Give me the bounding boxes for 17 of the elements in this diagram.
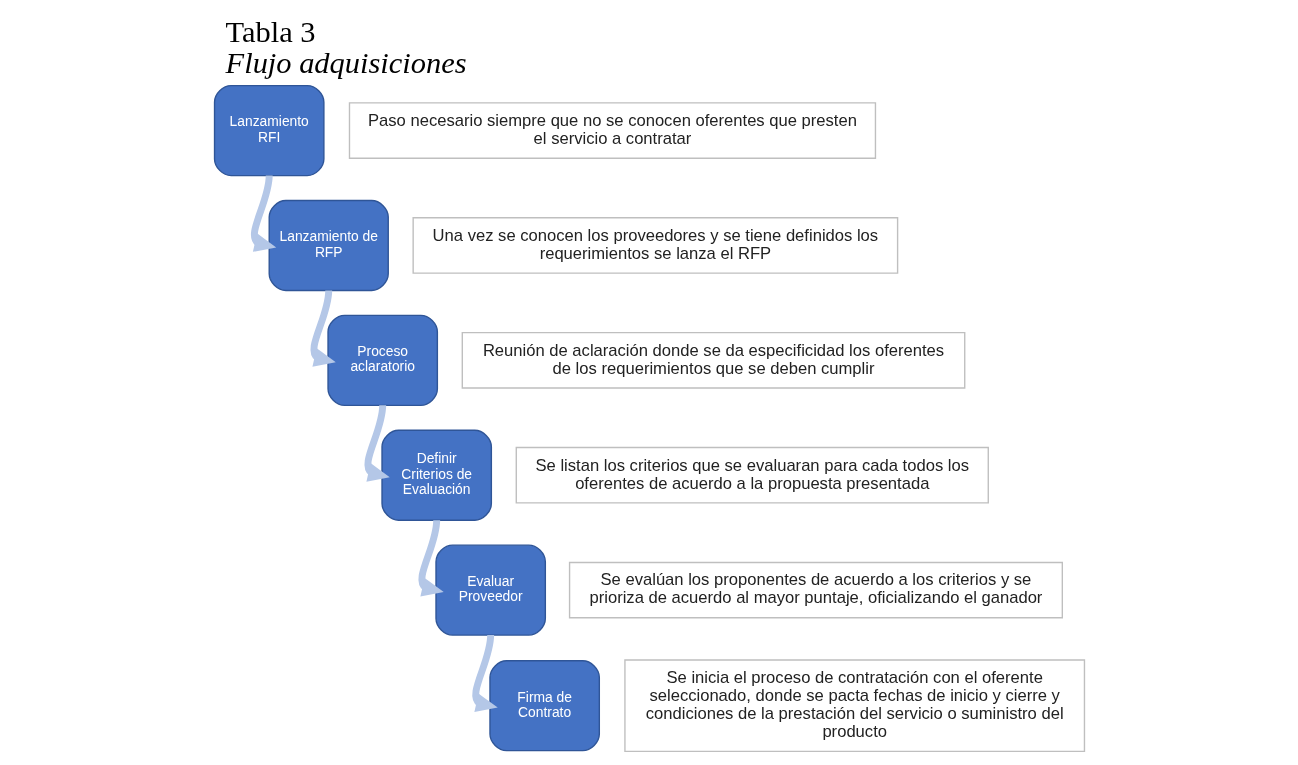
node-box: Evaluar Proveedor	[434, 544, 546, 636]
node-box: Se inicia el proceso de contratación con el oferente seleccionado, donde se pacta fechas de inicio y cierre y condiciones de la prestación del servicio o suministro del producto	[623, 659, 1085, 753]
node-box: Lanzamiento RFI	[213, 84, 325, 177]
arrow	[364, 405, 390, 482]
node-box: Proceso aclaratorio	[326, 314, 438, 407]
node-box: Una vez se conocen los proveedores y se tiene definidos los requerimientos se lanza el RFP	[411, 217, 898, 274]
arrow	[418, 520, 444, 597]
node-box: Se evalúan los proponentes de acuerdo a los criterios y se prioriza de acuerdo al mayor puntaje, oficializando el ganador	[568, 561, 1063, 619]
arrow	[310, 290, 336, 367]
node-box: Firma de Contrato	[488, 660, 600, 752]
node-box: Se listan los criterios que se evaluaran para cada todos los oferentes de acuerdo a la propuesta presentada	[515, 446, 989, 504]
arrow	[471, 634, 498, 713]
node-box: Definir Criterios de Evaluación	[380, 429, 492, 521]
node-box: Reunión de aclaración donde se da especificidad los oferentes de los requerimientos que se deben cumplir	[461, 332, 965, 389]
arrow	[250, 175, 276, 252]
node-box: Lanzamiento de RFP	[268, 199, 389, 292]
node-box: Paso necesario siempre que no se conocen oferentes que presten el servicio a contratar	[348, 102, 876, 159]
